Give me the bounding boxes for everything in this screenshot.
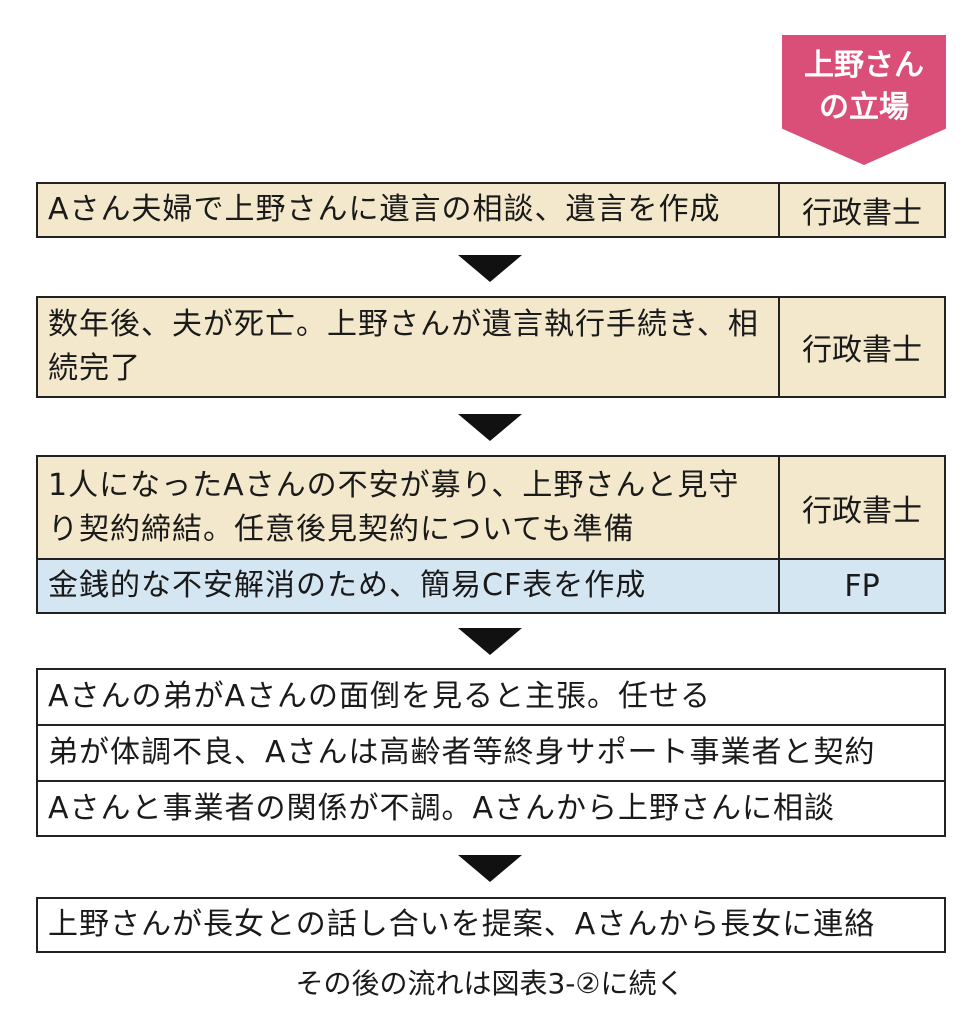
step-text: 数年後、夫が死亡。上野さんが遺言執行手続き、相続完了 [48, 307, 759, 386]
step-text: 1人になったAさんの不安が募り、上野さんと見守り契約締結。任意後見契約についても… [48, 467, 740, 547]
role-banner: 上野さん の立場 [782, 35, 946, 165]
step-3: 1人になったAさんの不安が募り、上野さんと見守り契約締結。任意後見契約についても… [36, 455, 946, 614]
down-arrow-icon [458, 255, 522, 282]
step-1: Aさん夫婦で上野さんに遺言の相談、遺言を作成 行政書士 [36, 182, 946, 238]
down-arrow-icon [458, 628, 522, 655]
down-arrow-icon [458, 414, 522, 441]
step-role: 行政書士 [778, 184, 944, 236]
step-text: Aさん夫婦で上野さんに遺言の相談、遺言を作成 [48, 192, 721, 227]
step-role: FP [778, 560, 944, 612]
step-5: 上野さんが長女との話し合いを提案、Aさんから長女に連絡 [36, 897, 946, 953]
step-text: 金銭的な不安解消のため、簡易CF表を作成 [48, 568, 647, 603]
step-text: 弟が体調不良、Aさんは高齢者等終身サポート事業者と契約 [48, 735, 876, 770]
step-2: 数年後、夫が死亡。上野さんが遺言執行手続き、相続完了 行政書士 [36, 296, 946, 398]
step-role: 行政書士 [778, 298, 944, 396]
step-text: Aさんの弟がAさんの面倒を見ると主張。任せる [48, 679, 712, 714]
step-text: 上野さんが長女との話し合いを提案、Aさんから長女に連絡 [48, 907, 876, 942]
step-text: Aさんと事業者の関係が不調。Aさんから上野さんに相談 [48, 790, 836, 826]
banner-line2: の立場 [819, 90, 909, 125]
down-arrow-icon [458, 855, 522, 882]
step-4: Aさんの弟がAさんの面倒を見ると主張。任せる 弟が体調不良、Aさんは高齢者等終身… [36, 668, 946, 837]
step-role: 行政書士 [778, 457, 944, 558]
caption: その後の流れは図表3-②に続く [295, 967, 685, 1000]
banner-line1: 上野さん [804, 48, 924, 83]
